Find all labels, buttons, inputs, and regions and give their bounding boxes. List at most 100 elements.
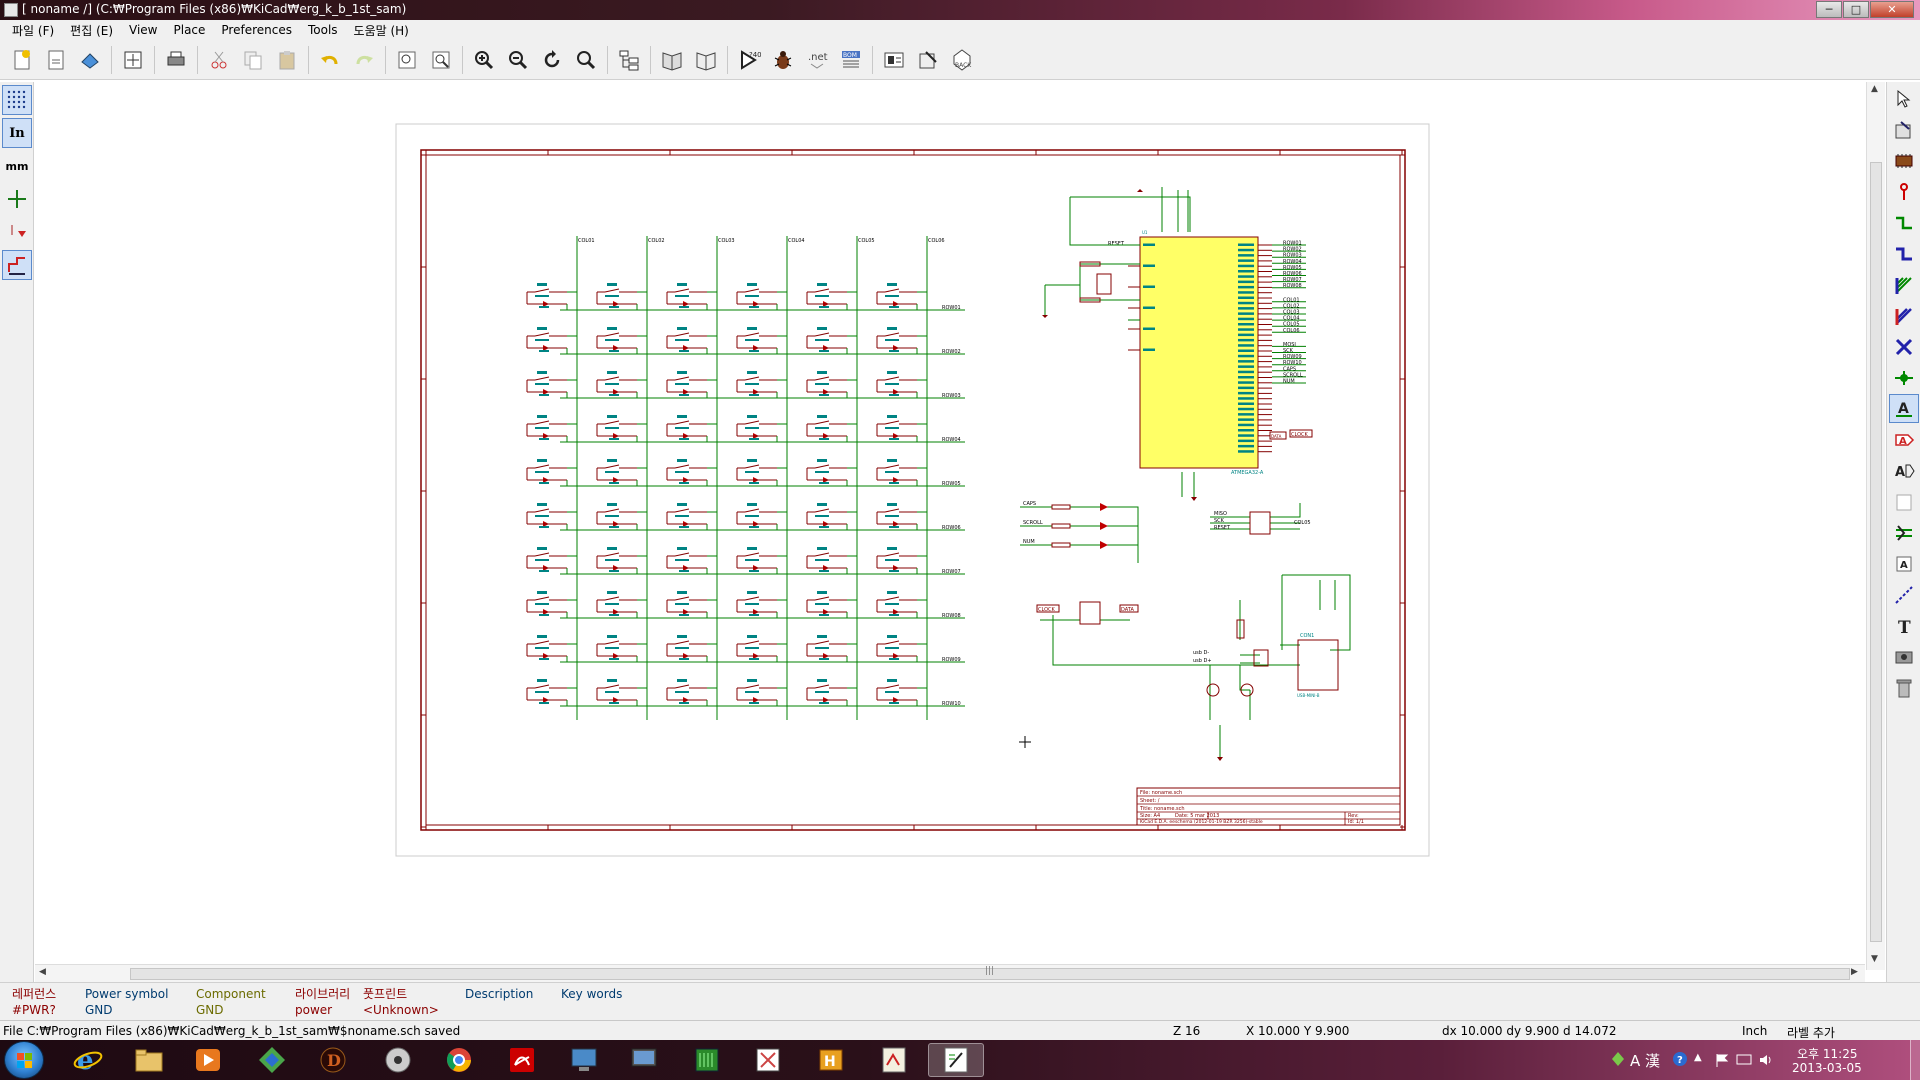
eeschema-app-icon[interactable] [4, 3, 18, 17]
menu-view[interactable]: View [129, 23, 158, 37]
menu-preferences[interactable]: Preferences [221, 23, 292, 37]
volume-icon[interactable] [1758, 1052, 1774, 1068]
scroll-right-icon[interactable]: ▶ [1851, 967, 1858, 977]
save-project-icon[interactable] [74, 44, 106, 76]
page-settings-icon[interactable] [117, 44, 149, 76]
tray-date[interactable]: 2013-03-05 [1792, 1061, 1862, 1075]
open-schematic-icon[interactable] [40, 44, 72, 76]
cut-icon[interactable] [203, 44, 235, 76]
close-button[interactable]: ✕ [1870, 1, 1914, 18]
library-editor-icon[interactable] [656, 44, 688, 76]
add-label-icon[interactable]: A [1889, 394, 1919, 423]
menu-edit[interactable]: 편집 (E) [70, 23, 114, 38]
add-global-label-icon[interactable]: A [1889, 425, 1919, 454]
vertical-scroll-thumb[interactable] [1870, 162, 1882, 942]
hierarchy-navigator-icon[interactable] [613, 44, 645, 76]
media-player-icon[interactable] [180, 1043, 236, 1077]
eeschema-task-icon[interactable] [928, 1043, 984, 1077]
find-icon[interactable] [391, 44, 423, 76]
back-annotate-icon[interactable]: BACK [946, 44, 978, 76]
netlist-icon[interactable]: .net [801, 44, 833, 76]
show-desktop-button[interactable] [1910, 1040, 1920, 1080]
copy-icon[interactable] [237, 44, 269, 76]
undo-icon[interactable] [314, 44, 346, 76]
network-status-icon[interactable] [1610, 1051, 1626, 1067]
add-bus-icon[interactable] [1889, 239, 1919, 268]
ime-indicator[interactable]: A 漢 [1630, 1052, 1661, 1070]
redraw-icon[interactable] [536, 44, 568, 76]
hierarchy-push-icon[interactable] [1889, 115, 1919, 144]
help-icon[interactable]: ? [1672, 1051, 1688, 1067]
zoom-out-icon[interactable] [502, 44, 534, 76]
add-wire-icon[interactable] [1889, 208, 1919, 237]
menu-file[interactable]: 파일 (F) [12, 23, 55, 38]
import-hier-label-icon[interactable] [1889, 518, 1919, 547]
find-replace-icon[interactable] [425, 44, 457, 76]
add-wire-to-bus-icon[interactable] [1889, 270, 1919, 299]
pcbnew-icon[interactable] [912, 44, 944, 76]
library-browser-icon[interactable] [690, 44, 722, 76]
add-hier-pin-icon[interactable]: A [1889, 549, 1919, 578]
display-icon[interactable] [1736, 1052, 1752, 1068]
add-graphic-line-icon[interactable] [1889, 580, 1919, 609]
kicad-icon[interactable] [740, 1043, 796, 1077]
paste-icon[interactable] [271, 44, 303, 76]
delete-icon[interactable] [1889, 673, 1919, 702]
office-icon[interactable]: H [803, 1043, 859, 1077]
disc-icon[interactable] [370, 1043, 426, 1077]
add-bus-to-bus-icon[interactable] [1889, 301, 1919, 330]
chrome-icon[interactable] [431, 1043, 487, 1077]
internet-explorer-icon[interactable]: e [60, 1043, 116, 1077]
select-arrow-icon[interactable] [1889, 84, 1919, 113]
maximize-button[interactable]: □ [1843, 1, 1869, 18]
bus-wire-orient-icon[interactable] [2, 250, 32, 280]
tray-expand-icon[interactable]: ▲ [1694, 1052, 1702, 1063]
remote-desktop-icon[interactable] [556, 1043, 612, 1077]
add-hier-label-icon[interactable]: A [1889, 456, 1919, 485]
zoom-in-icon[interactable] [468, 44, 500, 76]
units-inch-button[interactable]: In [2, 118, 32, 148]
bom-icon[interactable]: BOM [835, 44, 867, 76]
gerbview-icon[interactable] [866, 1043, 922, 1077]
add-component-icon[interactable] [1889, 146, 1919, 175]
show-grid-icon[interactable] [2, 85, 32, 115]
horizontal-scroll-thumb[interactable] [130, 968, 1850, 980]
units-mm-button[interactable]: mm [2, 151, 32, 181]
redo-icon[interactable] [348, 44, 380, 76]
scroll-up-icon[interactable]: ▲ [1871, 84, 1878, 94]
annotate-icon[interactable]: ?402 [733, 44, 765, 76]
switch-contact [884, 332, 900, 337]
horizontal-scrollbar[interactable]: ◀ ||| ▶ [35, 964, 1865, 982]
minimize-button[interactable]: ─ [1816, 1, 1842, 18]
scroll-down-icon[interactable]: ▼ [1871, 954, 1878, 964]
diablo-icon[interactable]: D [305, 1043, 361, 1077]
cursor-shape-icon[interactable] [2, 184, 32, 214]
menu-help[interactable]: 도움말 (H) [353, 23, 409, 38]
erc-icon[interactable] [767, 44, 799, 76]
tray-time[interactable]: 오후 11:25 [1797, 1047, 1858, 1061]
scroll-left-icon[interactable]: ◀ [39, 967, 46, 977]
add-power-icon[interactable] [1889, 177, 1919, 206]
add-hier-sheet-icon[interactable] [1889, 487, 1919, 516]
vertical-scrollbar[interactable]: ▲ ▼ [1866, 82, 1885, 970]
action-center-flag-icon[interactable] [1714, 1052, 1730, 1068]
app-diamond-icon[interactable] [244, 1043, 300, 1077]
new-schematic-icon[interactable] [6, 44, 38, 76]
cvpcb-icon[interactable] [878, 44, 910, 76]
no-connect-icon[interactable] [1889, 332, 1919, 361]
print-icon[interactable] [160, 44, 192, 76]
add-text-icon[interactable]: T [1889, 611, 1919, 640]
start-button-icon[interactable] [4, 1041, 44, 1079]
pcb-calculator-icon[interactable] [679, 1043, 735, 1077]
hidden-pins-icon[interactable] [2, 217, 32, 247]
menu-tools[interactable]: Tools [307, 23, 338, 37]
zoom-fit-icon[interactable] [570, 44, 602, 76]
menu-place[interactable]: Place [173, 23, 206, 37]
acrobat-icon[interactable] [494, 1043, 550, 1077]
file-explorer-icon[interactable] [121, 1043, 177, 1077]
terminal-icon[interactable] [616, 1043, 672, 1077]
add-image-icon[interactable] [1889, 642, 1919, 671]
add-junction-icon[interactable] [1889, 363, 1919, 392]
